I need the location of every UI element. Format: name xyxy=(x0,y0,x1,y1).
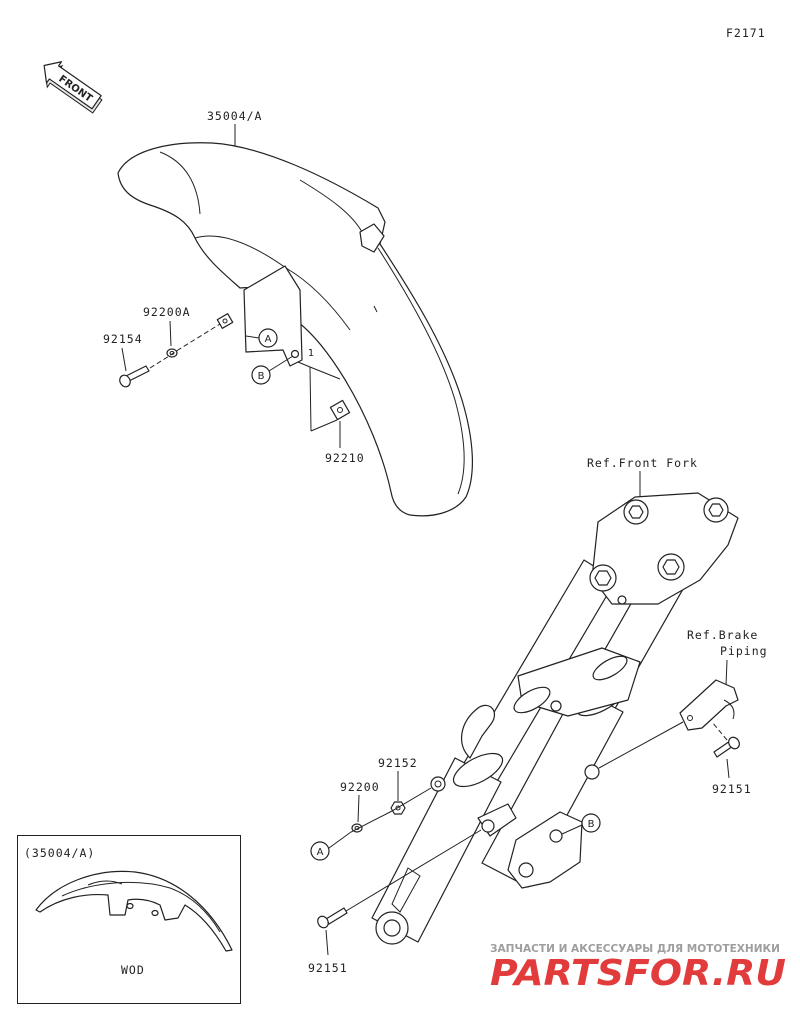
washer-upper xyxy=(166,348,178,358)
inset-variant-label: WOD xyxy=(121,963,145,977)
marker-b-upper-circle xyxy=(251,365,271,385)
fork-cap-rear-hex xyxy=(662,559,680,575)
marker-b-upper-leader xyxy=(268,355,294,372)
marker-a-upper-circle xyxy=(258,328,278,348)
fender-rear-tab xyxy=(359,223,385,253)
ref-1-bracket-lines xyxy=(297,361,341,380)
marker-a-upper: A xyxy=(265,334,272,345)
clip-nut-upper-hole xyxy=(222,318,228,324)
fender-crease-line xyxy=(159,151,201,215)
fender-mark xyxy=(373,305,378,313)
caliper-bracket-hole-upper xyxy=(549,829,563,843)
front-arrow-body xyxy=(43,61,102,110)
clip-nut-92210 xyxy=(329,399,351,421)
fender-mount-bracket xyxy=(243,265,303,367)
brake-pipe-clamp-hook xyxy=(723,699,735,720)
clip-nut-92210-hole xyxy=(337,407,343,413)
marker-b-lower: B xyxy=(588,819,595,830)
fork-cap-front-hex xyxy=(594,570,612,586)
lower-clamp-bolt xyxy=(550,700,562,712)
ref-brake-label: Ref.Brake xyxy=(687,628,758,642)
bolt-lower-axis xyxy=(345,829,482,912)
marker-a-upper-leader xyxy=(245,335,260,339)
front-arrow-icon: FRONT xyxy=(43,61,103,114)
nut-lower-label: 92152 xyxy=(378,756,418,770)
fork-slider-front-seal xyxy=(452,752,504,788)
fender-rim-line xyxy=(377,247,465,495)
fender-part-label: 35004/A xyxy=(207,109,262,123)
clamp-pinch-bolt xyxy=(617,595,627,605)
marker-b-lower-circle xyxy=(581,813,601,833)
washer-lower-leader xyxy=(357,794,360,823)
ref-1-bracket-lower xyxy=(310,419,338,432)
brake-clamp-boss xyxy=(584,764,600,780)
washer-lower-label: 92200 xyxy=(340,780,380,794)
ref-brake-piping-label: Piping xyxy=(720,644,768,658)
fork-boss-lower-left-hole xyxy=(434,780,442,788)
clip-nut-upper xyxy=(216,313,234,329)
inset-frame xyxy=(17,835,241,1004)
inset-fender-crease xyxy=(61,881,221,933)
inset-fender-hole-2 xyxy=(151,909,159,917)
ref-1-bracket-vertical xyxy=(309,366,312,432)
diagram-id: F2171 xyxy=(726,26,766,40)
axle-hole xyxy=(383,919,401,937)
brake-pipe-clamp xyxy=(679,679,739,731)
marker-b-lower-leader xyxy=(561,824,583,835)
bolt-right-leader xyxy=(726,758,730,779)
brake-pipe-clamp-hole xyxy=(687,715,693,721)
marker-b-upper: B xyxy=(258,371,265,382)
inset-fender-hole-1 xyxy=(126,902,134,910)
inset-fender-inner xyxy=(87,880,123,886)
nut-lower-hole xyxy=(395,805,401,811)
fork-boss-lower-left xyxy=(430,776,446,792)
ref-brake-leader xyxy=(725,659,728,687)
nut-upper-label: 92210 xyxy=(325,451,365,465)
bolt-upper-label: 92154 xyxy=(103,332,143,346)
bracket-hole-b xyxy=(290,349,300,359)
lower-clamp-ring-front xyxy=(513,686,551,714)
inset-title: (35004/A) xyxy=(24,846,95,860)
ref-front-fork-label: Ref.Front Fork xyxy=(587,456,698,470)
bolt-lower-shaft xyxy=(325,907,348,925)
stem-bolt-right-hex xyxy=(708,503,724,517)
bolt-right-axis xyxy=(711,721,728,741)
bolt-upper-leader xyxy=(121,347,127,372)
fender-mount-hook xyxy=(461,704,496,759)
bolt-lower-label: 92151 xyxy=(308,961,348,975)
marker-a-lower: A xyxy=(317,847,324,858)
upper-fastener-axis xyxy=(149,323,221,369)
lower-clamp-ring-rear xyxy=(592,655,628,681)
bolt-right-head xyxy=(728,736,740,750)
washer-upper-label: 92200A xyxy=(143,305,191,319)
fork-boss-lower-right xyxy=(481,819,495,833)
bolt-lower-head xyxy=(317,915,329,929)
fork-slider-front-shade xyxy=(391,867,421,913)
inset-fender-outline xyxy=(35,870,233,952)
caliper-bracket-hole-lower xyxy=(518,862,534,878)
washer-upper-leader xyxy=(169,320,172,347)
brake-clamp-axis xyxy=(598,721,684,769)
watermark-logo: PARTSFOR.RU xyxy=(490,953,786,994)
stem-bolt-left-hex xyxy=(628,505,644,519)
watermark-tagline: ЗАПЧАСТИ И АКСЕССУАРЫ ДЛЯ МОТОТЕХНИКИ xyxy=(490,942,780,955)
bolt-upper-head xyxy=(119,374,131,388)
marker-a-lower-circle xyxy=(310,841,330,861)
bolt-lower-leader xyxy=(325,929,329,956)
fender-top-ridge xyxy=(299,179,363,233)
marker-ref-1: 1 xyxy=(308,348,314,359)
lower-fastener-axis xyxy=(328,787,432,849)
bolt-right-label: 92151 xyxy=(712,782,752,796)
